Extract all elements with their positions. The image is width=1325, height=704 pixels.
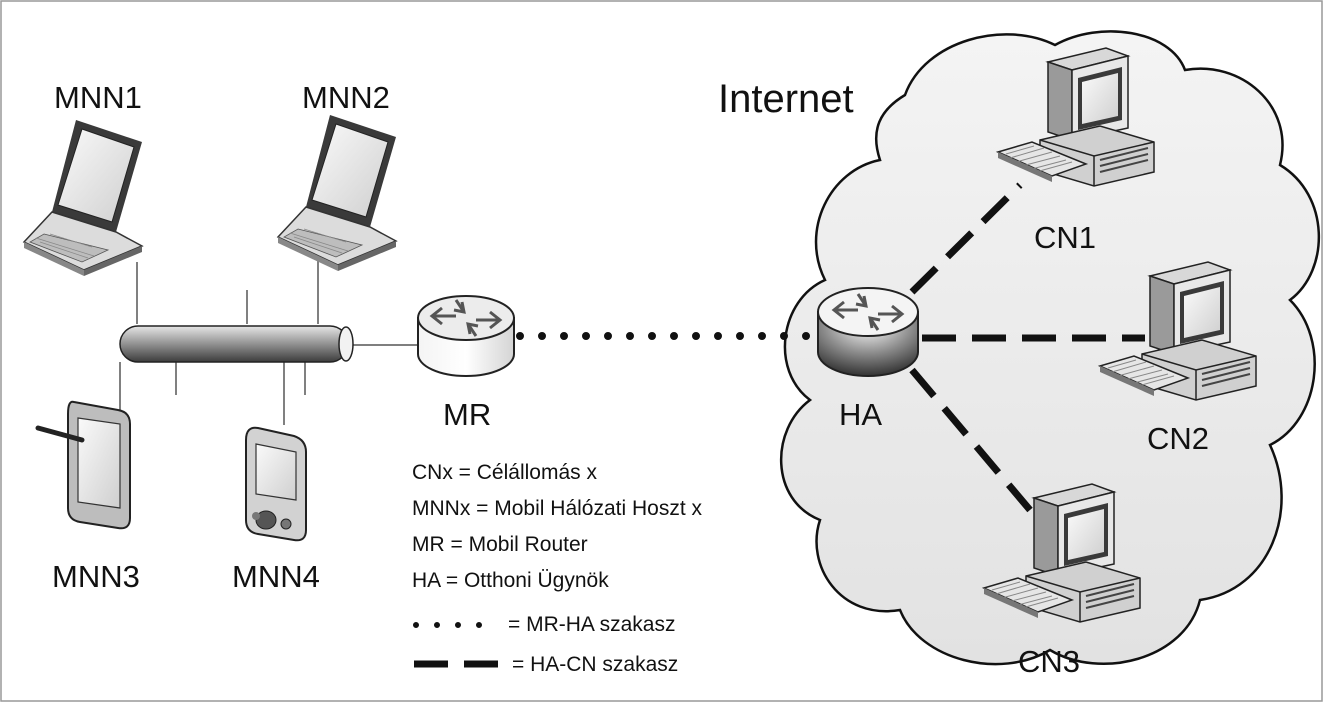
legend-dashed: = HA-CN szakasz [512, 653, 678, 676]
ha-router-icon [817, 287, 919, 377]
mr-router-icon [417, 295, 515, 377]
internet-cloud-icon [780, 30, 1320, 666]
cn1-label: CN1 [1034, 220, 1096, 255]
mnn1-label: MNN1 [54, 80, 142, 115]
lan-segment [119, 250, 418, 425]
pda-icon [245, 426, 307, 542]
legend-item: HA = Otthoni Ügynök [412, 569, 609, 592]
mnn2-label: MNN2 [302, 80, 390, 115]
cn3-label: CN3 [1018, 644, 1080, 679]
cn2-label: CN2 [1147, 421, 1209, 456]
legend-dotted: = MR-HA szakasz [508, 613, 675, 636]
legend-item: MR = Mobil Router [412, 533, 588, 556]
mnn3-label: MNN3 [52, 559, 140, 594]
legend: CNx = Célállomás x MNNx = Mobil Hálózati… [412, 461, 702, 676]
legend-item: CNx = Célállomás x [412, 461, 597, 484]
ha-cn-connections [909, 182, 1145, 513]
ha-label: HA [839, 397, 882, 432]
internet-title: Internet [718, 77, 854, 121]
mr-label: MR [443, 397, 491, 432]
legend-item: MNNx = Mobil Hálózati Hoszt x [412, 497, 702, 520]
tablet-icon [35, 400, 131, 530]
mnn4-label: MNN4 [232, 559, 320, 594]
